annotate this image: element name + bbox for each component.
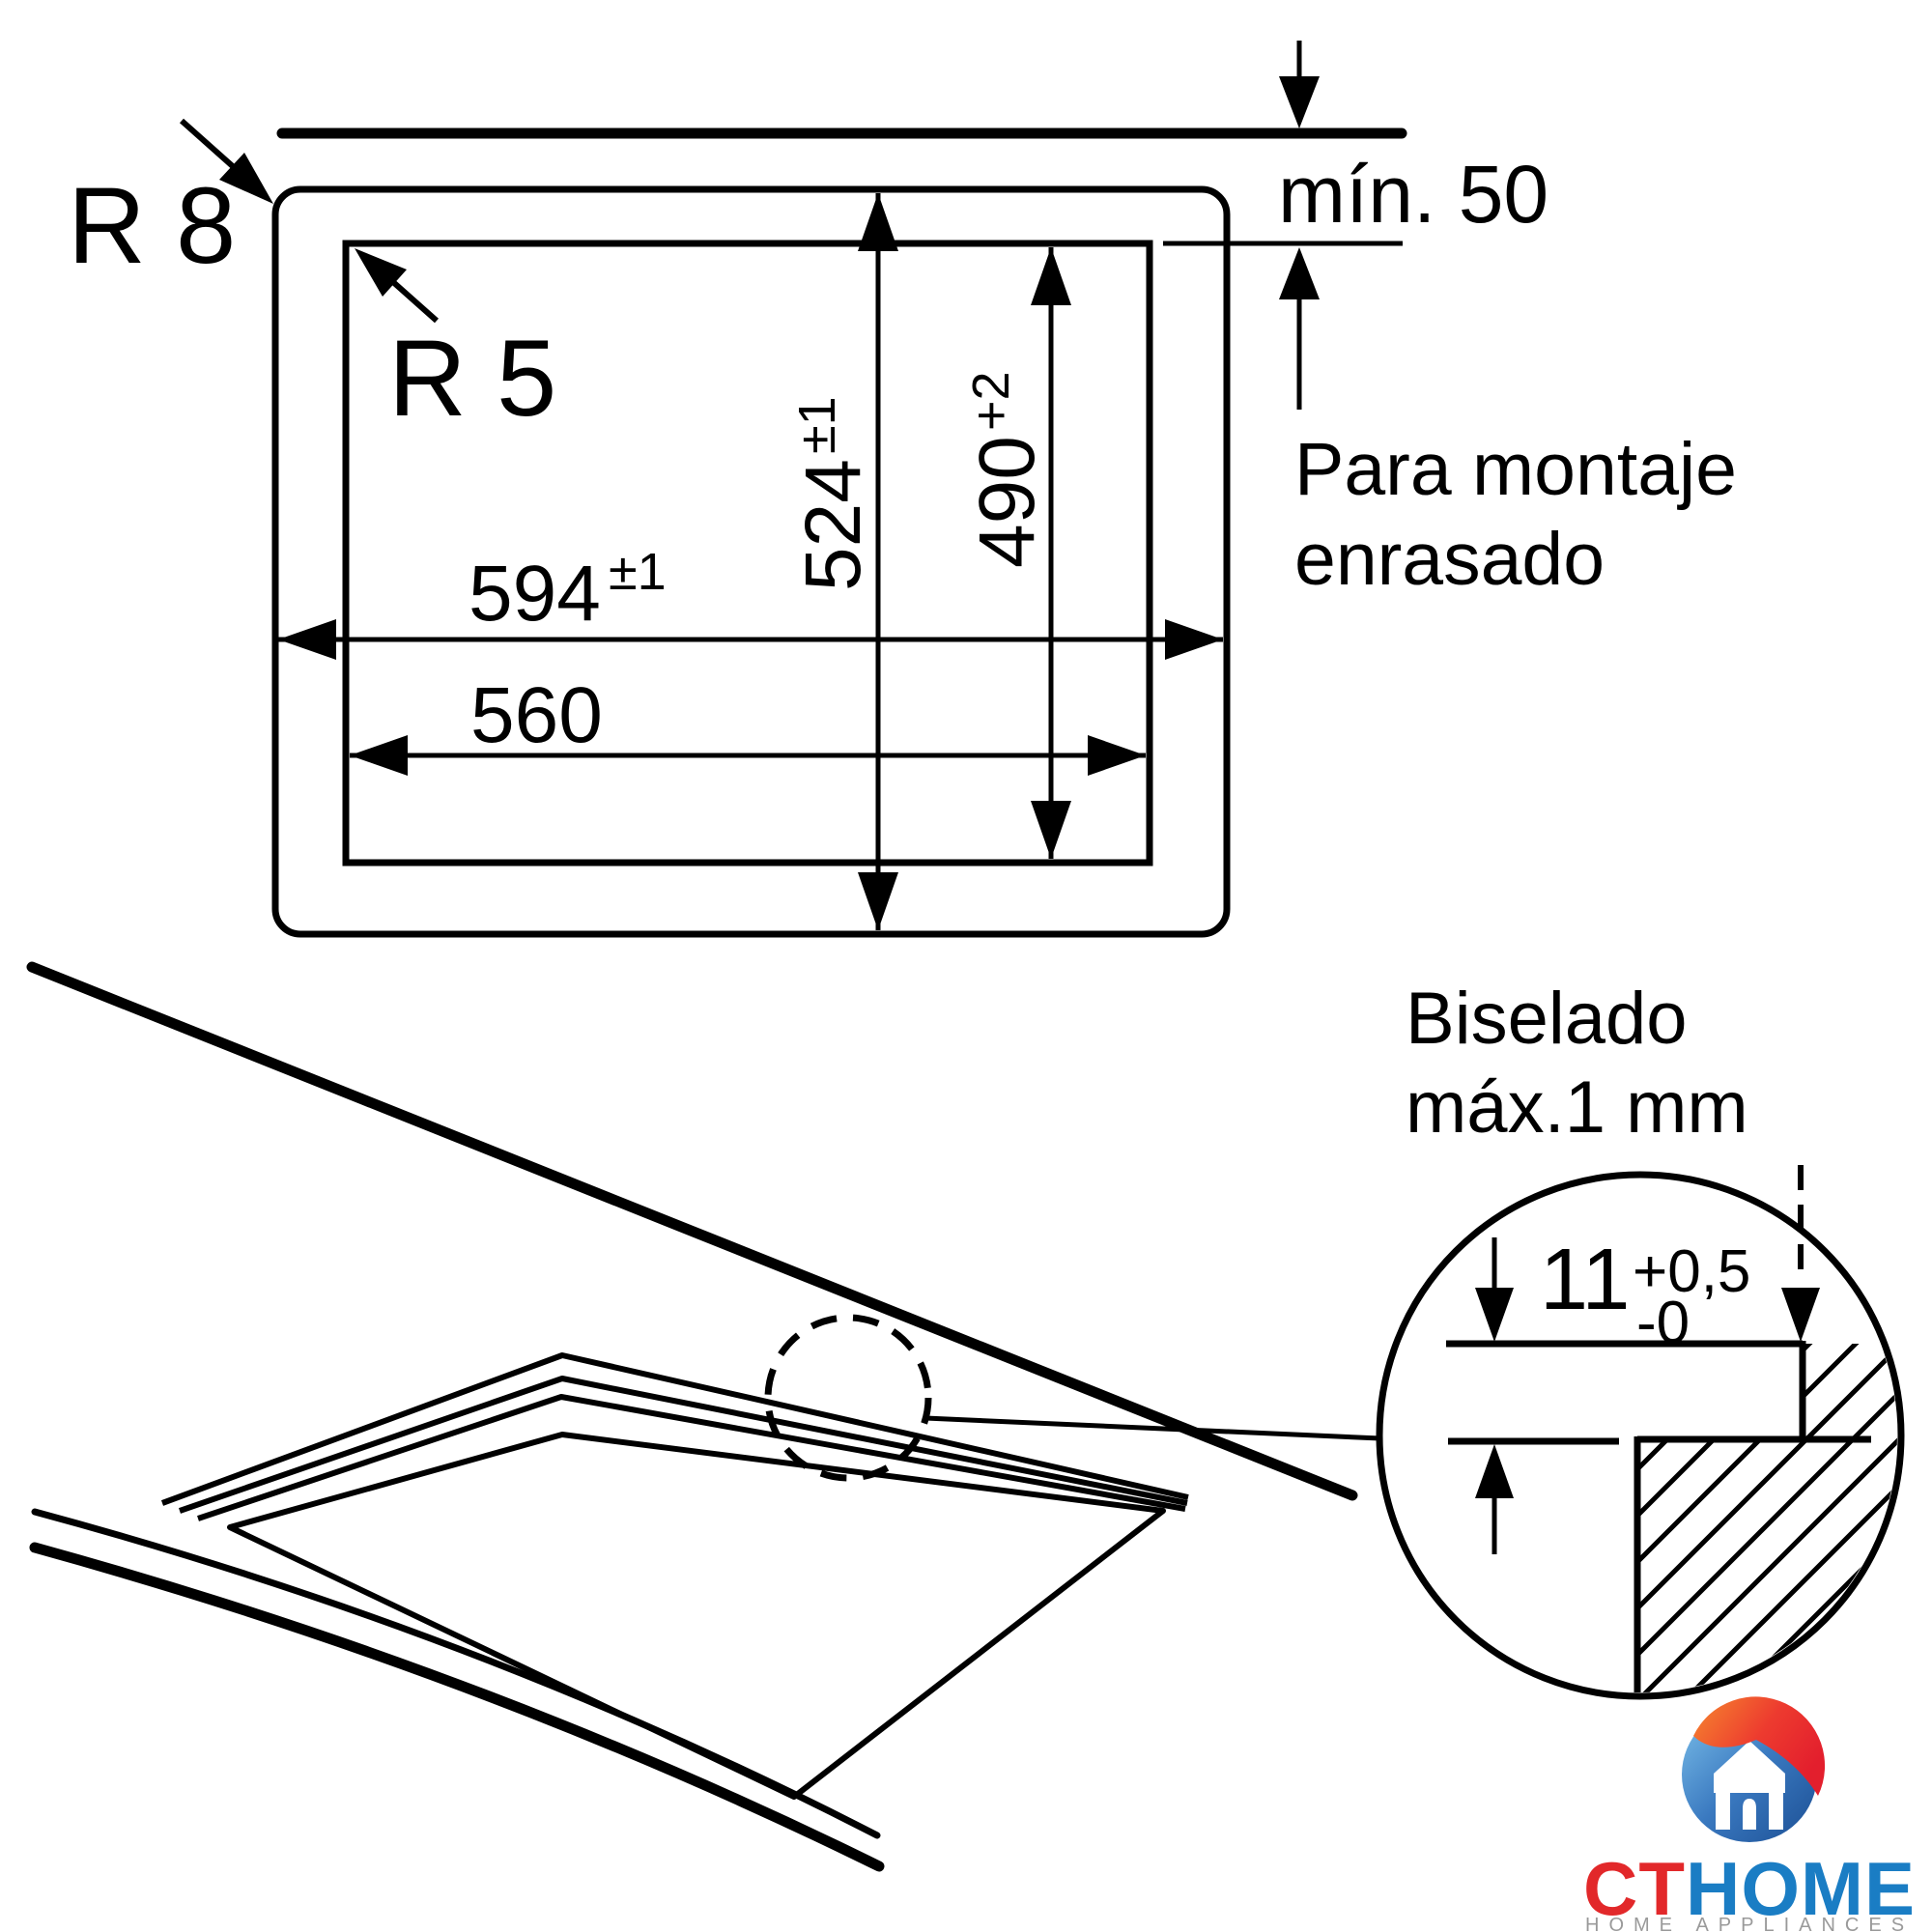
bevel-label-line1: Biselado (1406, 978, 1688, 1060)
dim-490-top-arrow-icon (1031, 247, 1071, 305)
detail-leader-line (924, 1415, 1381, 1441)
bevel-detail-view: 11 +0,5 -0 Biselado máx.1 mm (1376, 978, 1905, 1700)
min-clearance-label: mín. 50 (1278, 149, 1548, 240)
radius-inner-label: R 5 (388, 318, 556, 439)
counter-front-bottom-edge-line (29, 1542, 885, 1872)
flush-note-line1: Para montaje (1294, 428, 1737, 511)
logo-house-left-leg (1716, 1793, 1730, 1830)
dim-594-right-arrow-icon (1165, 619, 1223, 660)
counter-front-top-edge-line (31, 1508, 881, 1839)
depth-down-arrow-icon (1475, 1288, 1514, 1342)
countertop-perspective-view (26, 961, 1381, 1872)
dim-490-label-group: 490 +2 (962, 371, 1051, 568)
cutout-plan-view: mín. 50 524 ±1 490 +2 594 ±1 560 R 8 (68, 41, 1737, 938)
brand-home: HOME (1686, 1846, 1916, 1931)
dim-490-bottom-arrow-icon (1031, 801, 1071, 859)
r8-arrow-icon (219, 153, 273, 204)
r5-leader-line (391, 279, 439, 324)
dim-524-label-group: 524 ±1 (788, 396, 877, 591)
outer-cutout-rect (271, 185, 1231, 938)
bevel-label-line2: máx.1 mm (1406, 1066, 1748, 1149)
dim-594-left-arrow-icon (278, 619, 336, 660)
dim-524-top-arrow-icon (858, 193, 898, 251)
dim-560-right-arrow-icon (1088, 735, 1146, 776)
height-outer-value: 524 (789, 459, 877, 591)
depth-up-arrow-icon (1475, 1444, 1514, 1498)
logo-house-door (1743, 1799, 1756, 1830)
cutout-rim-line-2 (179, 1376, 1188, 1514)
cutout-rim-line-3 (197, 1394, 1186, 1521)
logo-house-gable (1714, 1741, 1785, 1793)
logo-house-right-leg (1769, 1793, 1783, 1830)
counter-back-edge-line (26, 961, 1358, 1501)
depth-value: 11 (1540, 1232, 1630, 1328)
brand-ct: CT (1583, 1846, 1686, 1931)
flush-note-line2: enrasado (1294, 518, 1605, 601)
detail-circle-outline (1376, 1171, 1905, 1700)
hatch-lower-block (1637, 1439, 1897, 1692)
r8-leader-line (180, 118, 237, 171)
cutout-rim-line-1 (160, 1352, 1189, 1506)
cthome-logo: CTHOME HOME APPLIANCES (1583, 1696, 1916, 1932)
min50-up-arrow-icon (1279, 247, 1320, 299)
min50-down-arrow-icon (1279, 76, 1320, 128)
brand-wordmark: CTHOME (1583, 1846, 1916, 1931)
brand-tagline: HOME APPLIANCES (1585, 1915, 1914, 1932)
logo-roof-swoosh (1693, 1696, 1826, 1796)
height-inner-tol: +2 (962, 371, 1020, 431)
width-outer-tol: ±1 (609, 543, 667, 601)
inner-cutout-rect (342, 240, 1153, 867)
depth-tol-plus: +0,5 (1633, 1238, 1750, 1305)
width-outer-value: 594 (469, 550, 601, 638)
cutout-opening-outline (227, 1432, 1166, 1800)
height-inner-value: 490 (963, 436, 1051, 568)
r5-arrow-icon (355, 248, 407, 297)
cthome-house-icon (1682, 1696, 1826, 1842)
hatch-upper-block (1803, 1344, 1897, 1439)
dim-560-left-arrow-icon (350, 735, 408, 776)
bevel-down-arrow-icon (1781, 1288, 1820, 1342)
depth-tol-minus: -0 (1636, 1290, 1690, 1356)
dim-524-bottom-arrow-icon (858, 872, 898, 930)
width-inner-value: 560 (470, 671, 603, 759)
detail-marker-dashed-circle (764, 1314, 932, 1482)
radius-outer-label: R 8 (68, 165, 236, 286)
height-outer-tol: ±1 (788, 396, 846, 454)
